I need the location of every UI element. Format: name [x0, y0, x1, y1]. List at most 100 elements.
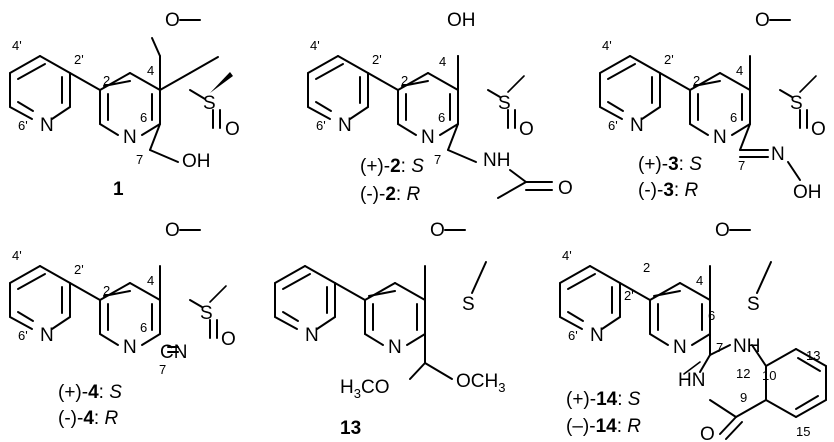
locant: 2': [624, 288, 634, 303]
compound-label: 1: [113, 179, 124, 200]
atom-o: O: [715, 220, 730, 241]
locant: 4': [12, 38, 22, 53]
compound-label-minus: (-)-3: R: [638, 180, 698, 201]
atom-oh: OH: [447, 10, 476, 31]
compound-label-plus: (+)-14: S: [566, 389, 641, 410]
compound-1: N N O S O OH 4' 2' 6' 2 4 6 7 1: [9, 10, 240, 200]
atom-n: N: [421, 127, 435, 148]
compound-label-minus: (-)-2: R: [360, 184, 420, 205]
atom-o: O: [221, 329, 236, 350]
locant: 2: [693, 73, 700, 88]
locant: 2': [74, 52, 84, 67]
locant: 2': [372, 52, 382, 67]
atom-s: S: [747, 294, 760, 315]
locant: 13: [806, 348, 820, 363]
compound-4: N N O S O CN 4' 2' 6' 2 4 6 7 (+)-4: S (…: [9, 220, 236, 429]
atom-n: N: [771, 144, 785, 165]
atom-n: N: [388, 337, 402, 358]
atom-n: N: [40, 115, 54, 136]
locant: 2: [401, 73, 408, 88]
central-pyridine-ring: [99, 72, 161, 136]
atom-s: S: [203, 93, 216, 114]
atom-n: N: [338, 115, 352, 136]
compound-label: 13: [340, 418, 361, 439]
compound-label-plus: (+)-4: S: [58, 382, 122, 403]
atom-nh: NH: [483, 150, 510, 171]
atom-o: O: [165, 10, 180, 31]
compound-label-plus: (+)-2: S: [360, 156, 424, 177]
atom-s: S: [200, 303, 213, 324]
wavy-bond: [799, 75, 817, 93]
atom-oh: OH: [182, 151, 211, 172]
locant: 2: [643, 260, 650, 275]
locant: 4: [736, 63, 743, 78]
locant: 4: [439, 54, 446, 69]
locant: 6': [18, 118, 28, 133]
compound-14: N N O S NH HN O 4' 2' 6' 2 4 6 7 12 13 9…: [559, 220, 827, 442]
atom-h3co: H3CO: [340, 377, 389, 401]
locant: 4': [12, 248, 22, 263]
locant: 6: [140, 320, 147, 335]
compound-2: N N OH S O NH O 4' 2' 6' 2 4 6 7 (+)-2: …: [307, 10, 573, 205]
atom-n: N: [713, 127, 727, 148]
locant: 6': [568, 328, 578, 343]
locant: 4': [562, 248, 572, 263]
locant: 7: [159, 362, 166, 377]
locant: 2: [103, 73, 110, 88]
atom-o: O: [430, 220, 445, 241]
wavy-bond: [209, 285, 227, 303]
locant: 6': [608, 118, 618, 133]
locant: 6: [708, 308, 715, 323]
wavy-bond: [683, 361, 701, 375]
locant: 6': [316, 118, 326, 133]
atom-n: N: [123, 337, 137, 358]
locant: 4: [147, 63, 154, 78]
biaryl-bond: [69, 72, 101, 91]
atom-s: S: [790, 93, 803, 114]
locant: 2': [664, 52, 674, 67]
wavy-bond: [507, 75, 525, 93]
atom-oh: OH: [793, 182, 822, 203]
locant: 2: [103, 283, 110, 298]
atom-n: N: [123, 127, 137, 148]
locant: 12: [736, 366, 750, 381]
locant: 7: [738, 158, 745, 173]
compound-13: N N O S OCH3 H3CO 13: [274, 220, 505, 439]
atom-n: N: [630, 115, 644, 136]
atom-o: O: [165, 220, 180, 241]
locant: 7: [716, 340, 723, 355]
atom-och3: OCH3: [456, 371, 505, 395]
compound-label-minus: (-)-4: R: [58, 408, 118, 429]
compound-label-plus: (+)-3: S: [638, 154, 702, 175]
atom-o: O: [558, 178, 573, 199]
atom-hn: HN: [678, 370, 705, 391]
atom-s: S: [498, 93, 511, 114]
locant: 7: [434, 152, 441, 167]
atom-n: N: [673, 337, 687, 358]
atom-o: O: [519, 119, 534, 140]
atom-n: N: [305, 325, 319, 346]
compound-3: N N O S O N OH 4' 2' 6' 2 4 6 7 (+)-3: S…: [599, 10, 826, 203]
locant: 6: [140, 110, 147, 125]
atom-s: S: [462, 294, 475, 315]
pyridine-ring: [9, 55, 71, 120]
locant: 4': [602, 38, 612, 53]
atom-o: O: [755, 10, 770, 31]
locant: 4: [696, 273, 703, 288]
locant: 10: [762, 368, 776, 383]
atom-o: O: [225, 119, 240, 140]
atom-o: O: [700, 424, 715, 442]
locant: 6: [730, 110, 737, 125]
locant: 6: [438, 110, 445, 125]
atom-nh: NH: [733, 336, 760, 357]
locant: 7: [136, 152, 143, 167]
atom-n: N: [590, 325, 604, 346]
locant: 6': [18, 328, 28, 343]
locant: 4: [147, 273, 154, 288]
locant: 4': [310, 38, 320, 53]
locant: 2': [74, 262, 84, 277]
locant: 9: [740, 390, 747, 405]
atom-n: N: [40, 325, 54, 346]
